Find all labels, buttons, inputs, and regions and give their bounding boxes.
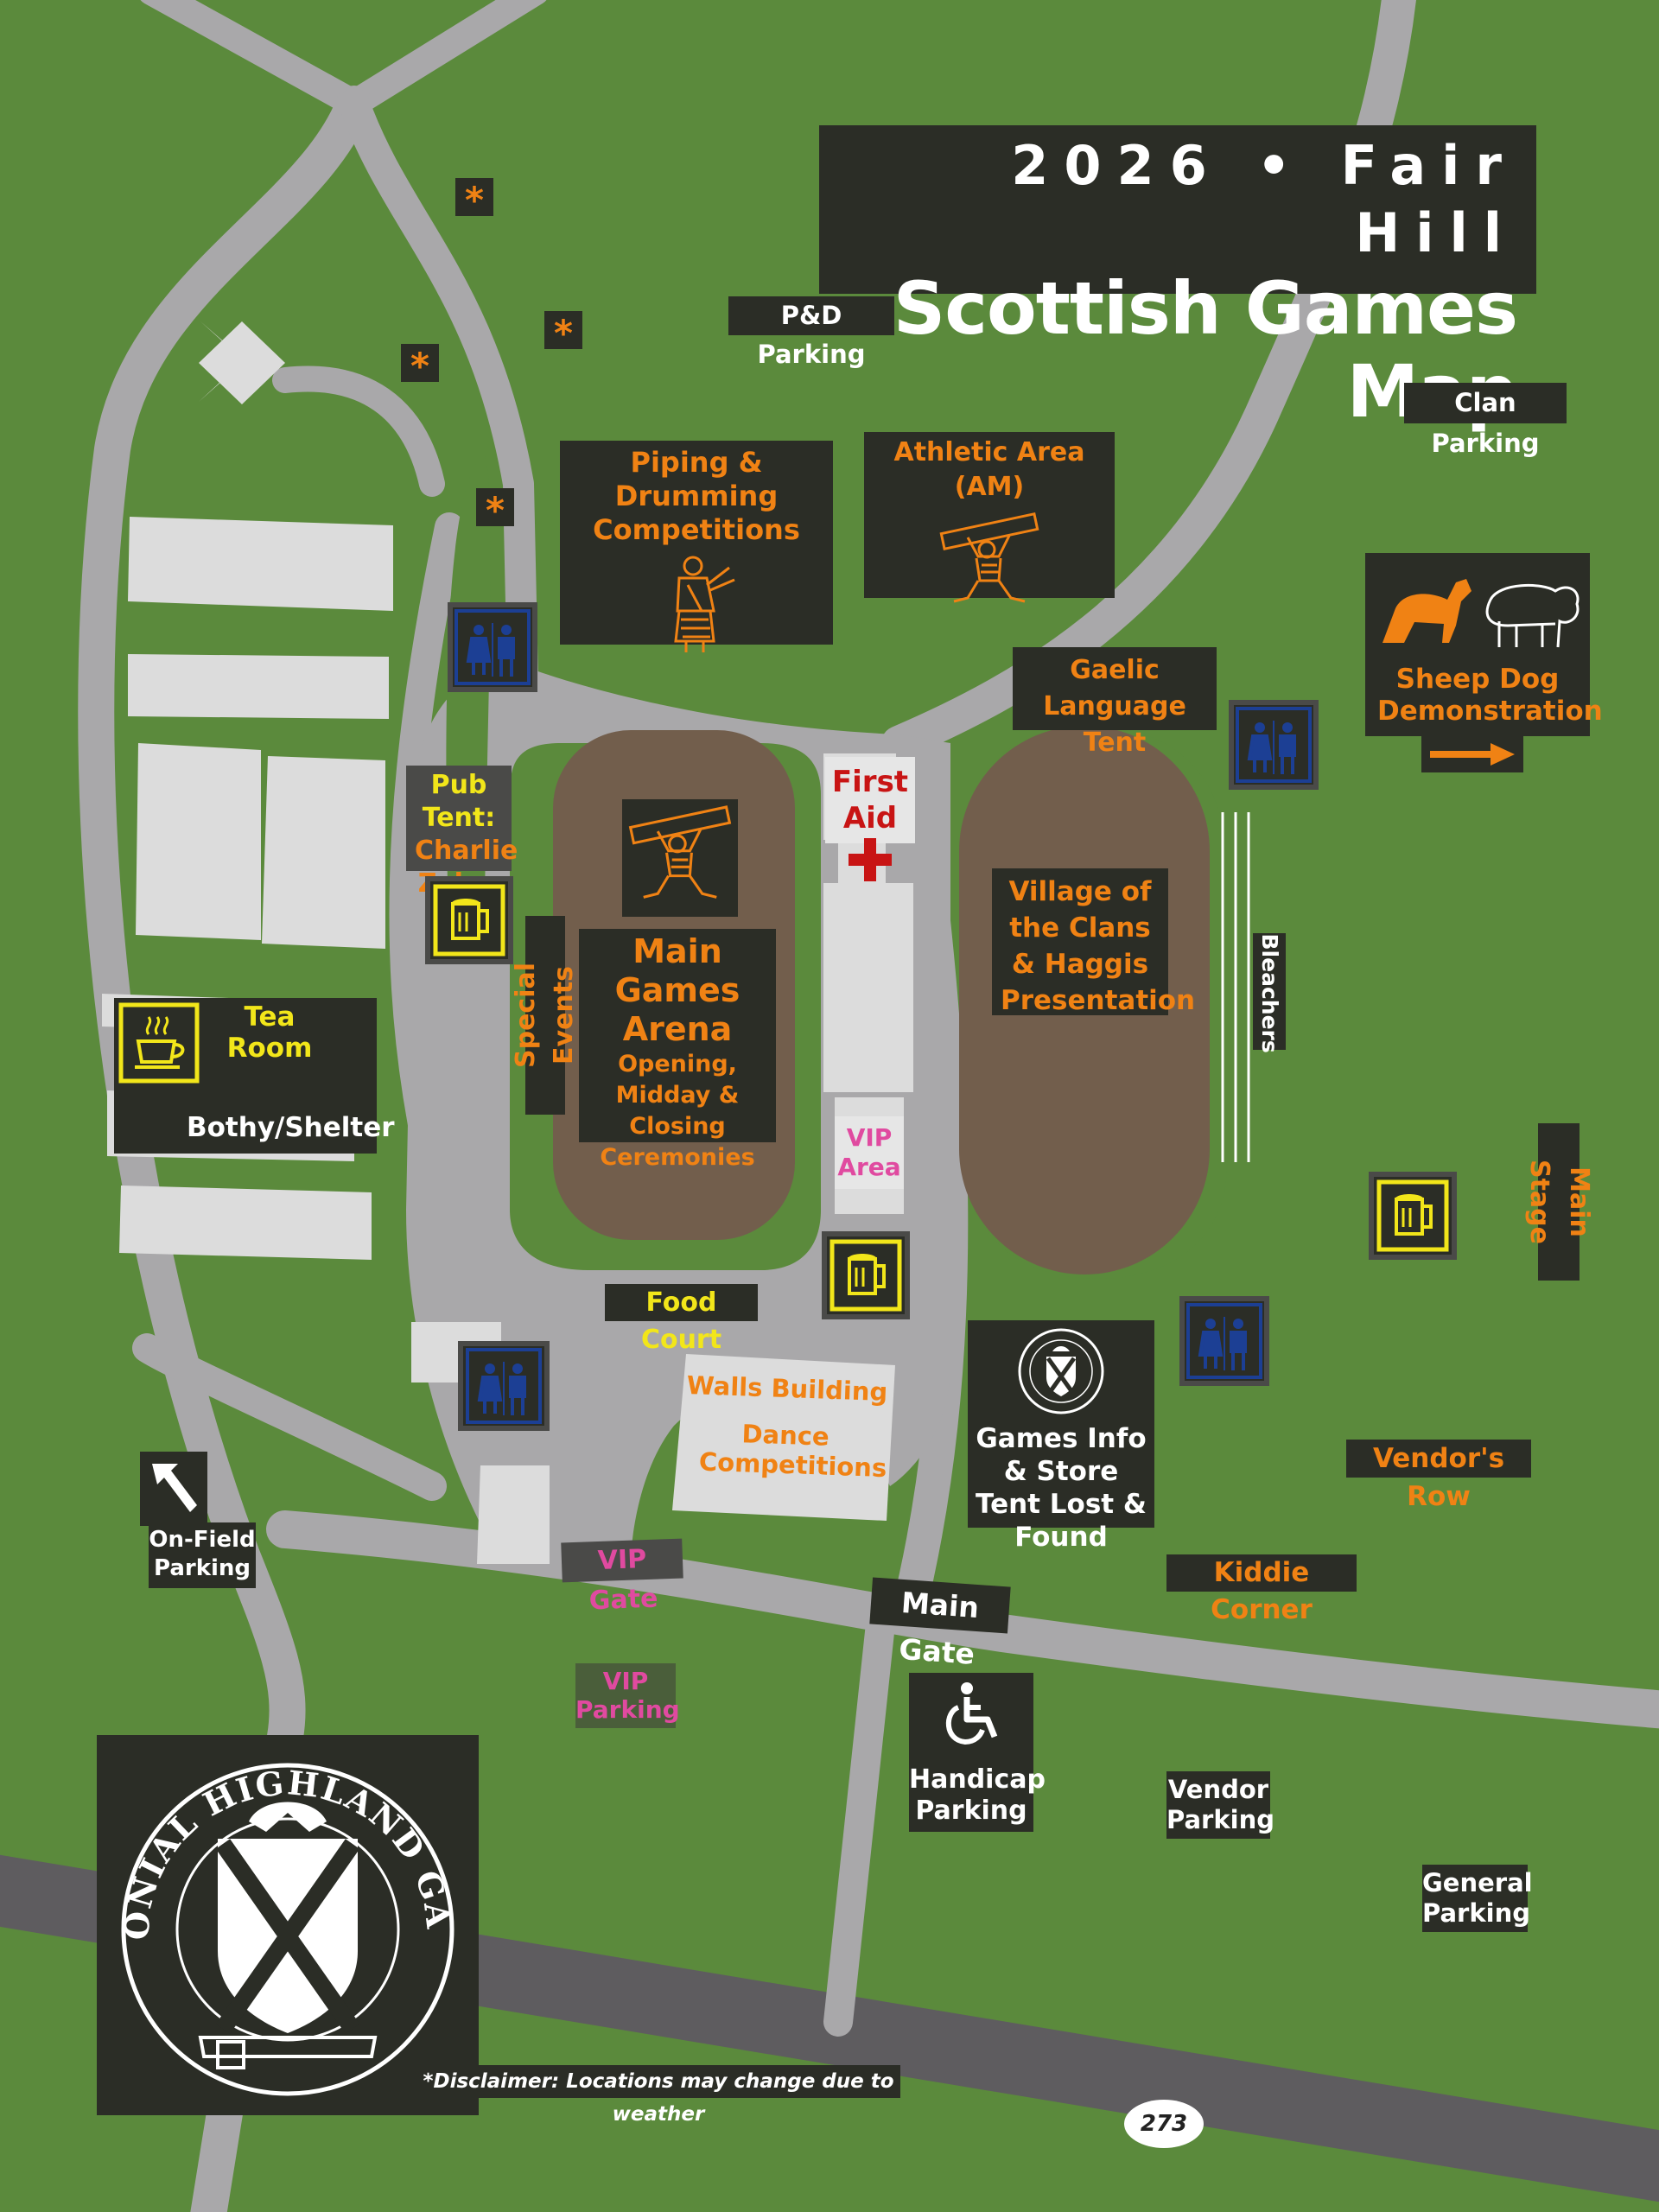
caber-toss-icon [939, 512, 1039, 603]
arrow-icon [1430, 743, 1515, 766]
main-arena-label: Main Games Arena Opening, Midday & Closi… [579, 929, 776, 1171]
on-field-parking-arrow [140, 1452, 207, 1526]
handicap-parking-label: Handicap Parking [909, 1764, 1046, 1827]
emblem-icon: THE COLONIAL HIGHLAND GATHERING [80, 1704, 456, 2096]
route-273-marker: 273 [1140, 2111, 1188, 2137]
vendors-row-label: Vendor's Row [1346, 1440, 1531, 1512]
on-field-parking-label: On-Field Parking [149, 1522, 256, 1588]
main-gate-label: Main Gate [869, 1577, 1011, 1671]
piping-drumming-area: Piping & Drumming Competitions [560, 441, 833, 652]
main-arena-subtitle: Opening, Midday & Closing Ceremonies [600, 1051, 755, 1171]
restroom-icon [448, 602, 537, 692]
disclaimer-text: *Disclaimer: Locations may change due to… [416, 2065, 900, 2126]
star-icon: * [544, 311, 582, 354]
beer-mug-icon [425, 876, 513, 964]
games-info-label: Games Info & Store Tent Lost & Found [976, 1423, 1147, 1554]
main-arena-title: Main Games Arena [614, 932, 741, 1048]
first-aid-label: First Aid [825, 757, 915, 843]
star-icon: * [455, 178, 493, 221]
food-court-label: Food Court [605, 1284, 758, 1355]
sheep-dog-arrow [1421, 736, 1523, 772]
emblem-icon [1018, 1328, 1104, 1414]
beer-mug-icon [1369, 1172, 1457, 1260]
pub-tent-title: Pub Tent: [422, 770, 496, 833]
handicap-parking: Handicap Parking [909, 1673, 1046, 1832]
piping-label: Piping & Drumming Competitions [593, 446, 800, 546]
bagpiper-icon [674, 556, 735, 652]
bothy-label: Bothy/Shelter [187, 1112, 395, 1143]
gaelic-label: Gaelic Language Tent [1013, 647, 1217, 758]
star-icon: * [476, 488, 514, 531]
athletic-label: Athletic Area (AM) [893, 437, 1085, 502]
vip-parking-label: VIP Parking [575, 1663, 680, 1728]
general-parking-label: General Parking [1422, 1865, 1533, 1932]
arrow-icon [152, 1464, 197, 1512]
village-label: Village of the Clans & Haggis Presentati… [992, 868, 1195, 1016]
special-events-label: Special Events [511, 916, 579, 1115]
restroom-icon [1179, 1296, 1269, 1386]
map-title: 2026 • Fair Hill Scottish Games Map [819, 125, 1536, 433]
restroom-icon [1229, 700, 1319, 790]
coffee-cup-icon [118, 1001, 200, 1084]
beer-mug-icon [822, 1231, 910, 1319]
clan-parking-label: Clan Parking [1404, 383, 1567, 458]
dog-icon [1382, 579, 1580, 648]
restroom-icon [458, 1341, 550, 1431]
wheelchair-icon [945, 1682, 998, 1745]
vip-gate-label: VIP Gate [561, 1538, 683, 1616]
tea-room-area: Tea Room Bothy/Shelter [114, 998, 395, 1154]
vip-area-label: VIP Area [835, 1116, 904, 1189]
pub-tent-label: Pub Tent: Charlie Zahm [406, 766, 518, 899]
vendor-parking-label: Vendor Parking [1166, 1771, 1274, 1839]
title-line-2: Scottish Games Map [893, 266, 1518, 433]
main-stage-label: Main Stage [1524, 1123, 1594, 1281]
athletic-area: Athletic Area (AM) [864, 432, 1115, 603]
first-aid-cross-icon [838, 828, 902, 892]
sheep-icon [1485, 583, 1580, 648]
pd-parking-label: P&D Parking [728, 296, 894, 369]
tea-room-label: Tea Room [226, 1001, 313, 1064]
caber-toss-icon [622, 799, 738, 917]
sheep-dog-area: Sheep Dog Demonstration [1365, 553, 1603, 736]
star-icon: * [401, 344, 439, 387]
sheep-dog-label: Sheep Dog Demonstration [1377, 664, 1603, 728]
colonial-highland-gathering-logo: THE COLONIAL HIGHLAND GATHERING [80, 1704, 479, 2115]
games-info-tent: Games Info & Store Tent Lost & Found [968, 1320, 1154, 1553]
kiddie-corner-label: Kiddie Corner [1166, 1554, 1357, 1625]
bleachers-label: Bleachers [1253, 933, 1286, 1052]
title-line-1: 2026 • Fair Hill [1011, 134, 1517, 264]
walls-building-label: Walls Building Dance Competitions [686, 1370, 888, 1484]
